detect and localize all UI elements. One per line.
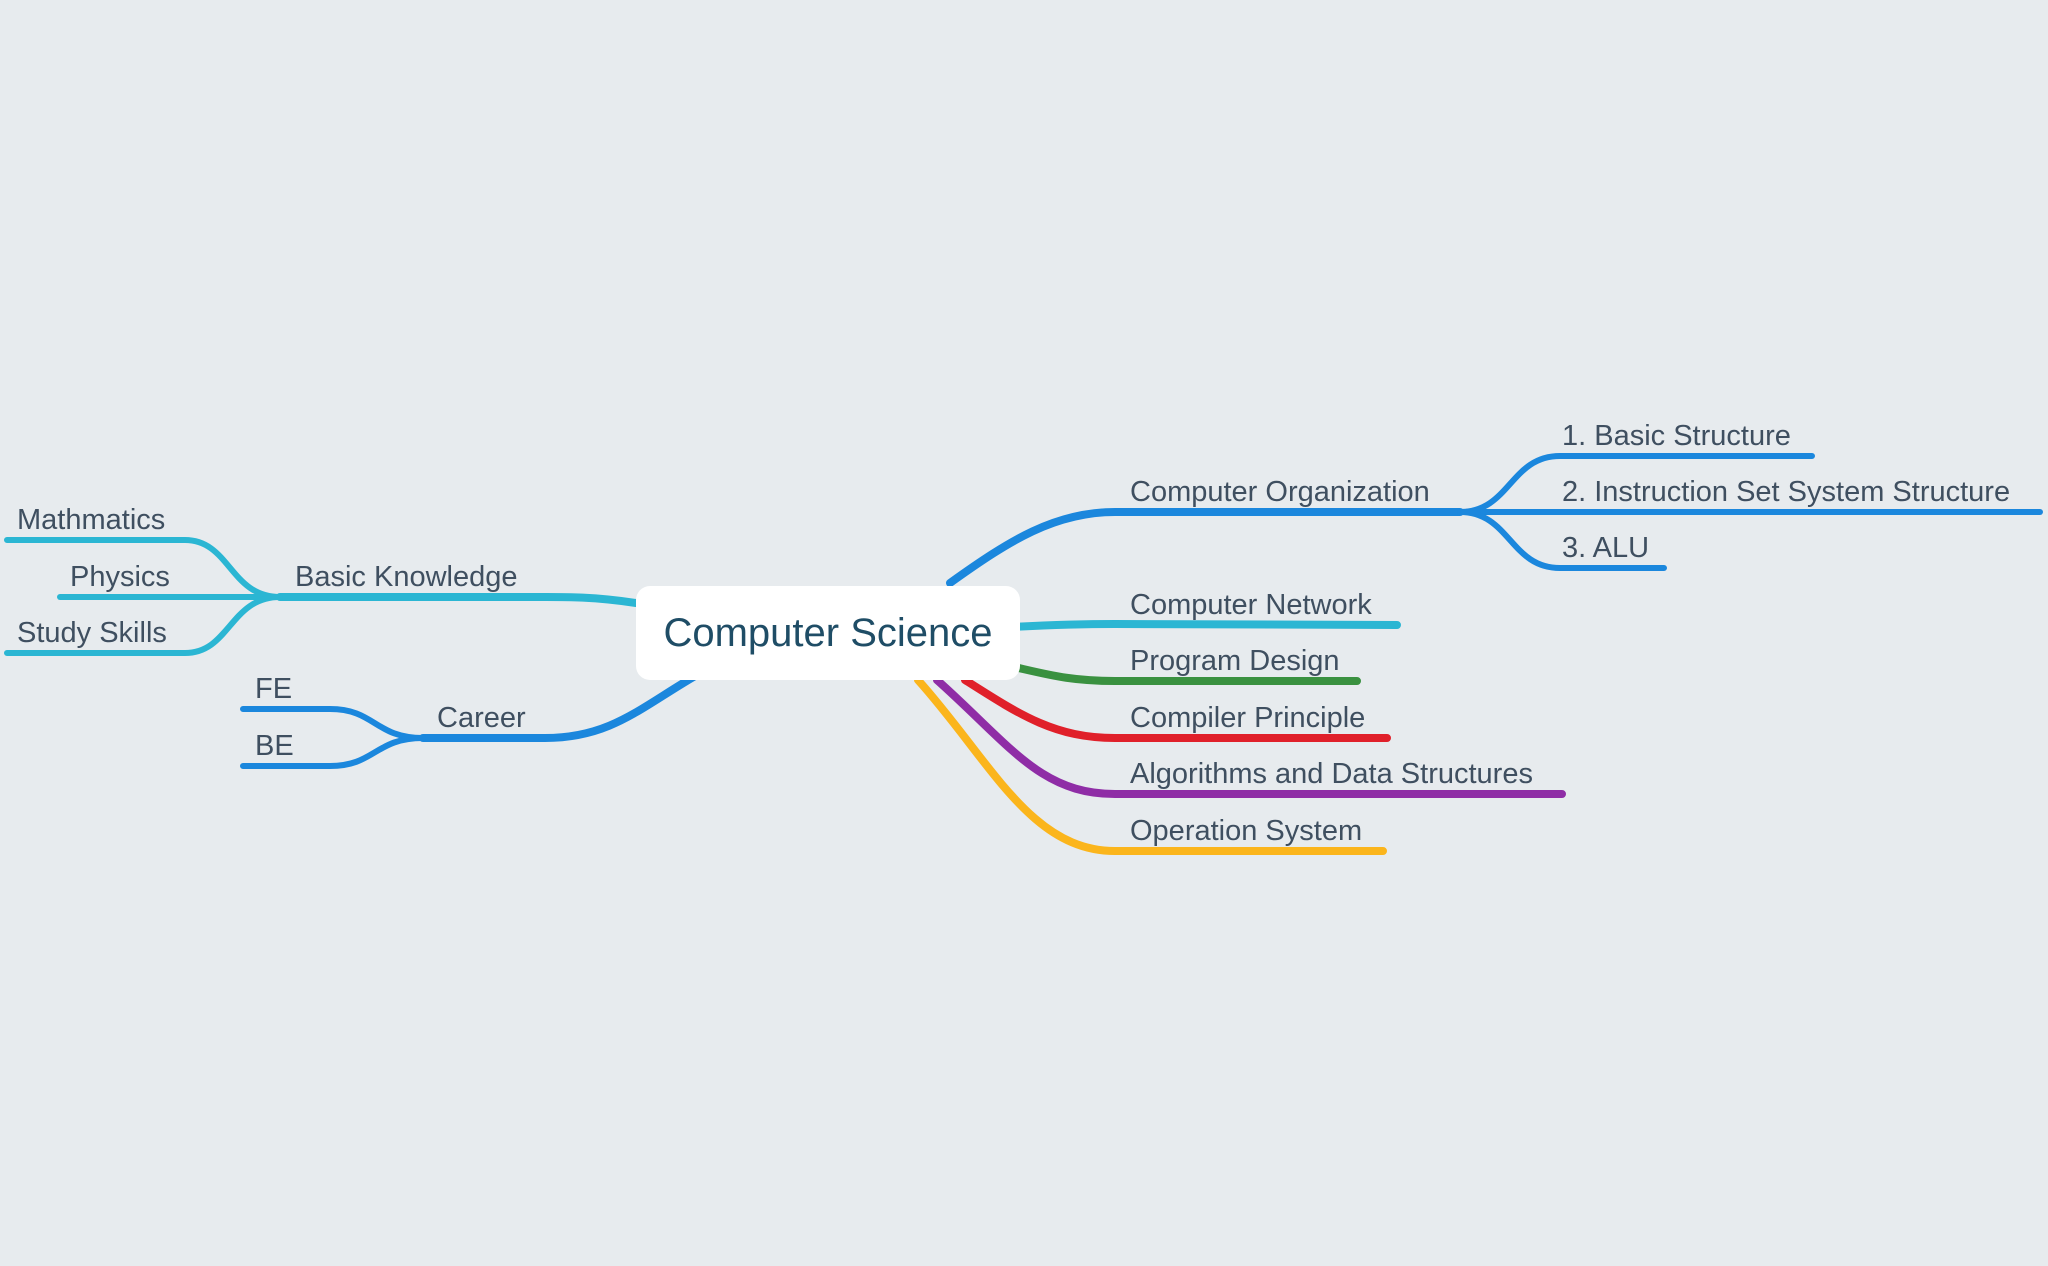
branch-line-computer-network [1006,619,1401,631]
topic-compiler-principle[interactable]: Compiler Principle [1130,702,1366,734]
branch-line-algorithms [933,676,1566,798]
subtopic-physics[interactable]: Physics [70,561,170,593]
subtopic-alu[interactable]: 3. ALU [1562,532,1650,564]
topic-career[interactable]: Career [437,702,526,734]
branch-line-compiler-principle [961,676,1391,742]
child-line-alu [1457,509,1667,571]
subtopic-basic-structure[interactable]: 1. Basic Structure [1562,420,1791,452]
subtopic-study-skills[interactable]: Study Skills [17,617,167,649]
topic-computer-organization[interactable]: Computer Organization [1130,476,1430,508]
subtopic-fe[interactable]: FE [255,673,293,705]
child-line-be [240,735,426,769]
topic-algorithms[interactable]: Algorithms and Data Structures [1130,758,1533,790]
branch-line-basic-knowledge [276,592,640,607]
root-node[interactable]: Computer Science [636,586,1020,680]
subtopic-instruction-set[interactable]: 2. Instruction Set System Structure [1562,476,2011,508]
branch-line-program-design [1006,662,1361,685]
branch-line-career [419,672,699,742]
subtopic-mathmatics[interactable]: Mathmatics [17,504,166,536]
topic-basic-knowledge[interactable]: Basic Knowledge [295,561,518,593]
topic-operation-system[interactable]: Operation System [1130,815,1363,847]
topic-program-design[interactable]: Program Design [1130,645,1340,677]
child-line-study-skills [4,594,283,656]
topic-computer-network[interactable]: Computer Network [1130,589,1372,621]
branch-line-operation-system [914,676,1387,855]
branch-line-computer-organization [946,508,1464,587]
subtopic-be[interactable]: BE [255,730,294,762]
root-node-label: Computer Science [663,610,993,655]
